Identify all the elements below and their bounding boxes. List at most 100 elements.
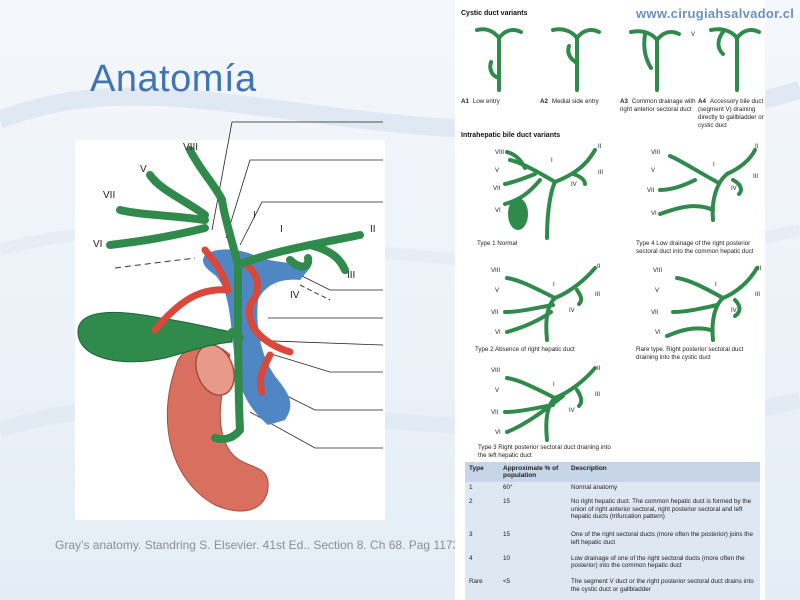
type1-label-v: V <box>495 168 499 174</box>
cell-description: No right hepatic duct. The common hepati… <box>571 498 752 521</box>
type2-label-vii: VII <box>491 310 499 316</box>
label-segment-vii: VII <box>103 190 115 201</box>
website-watermark: www.cirugiahsalvador.cl <box>636 6 795 21</box>
label-segment-i: I <box>280 224 283 235</box>
cell-percent: 15 <box>503 498 511 506</box>
cell-percent: 60° <box>503 484 513 491</box>
table-row: 3 15 One of the right sectoral ducts (mo… <box>465 529 760 553</box>
rare-label-i: I <box>715 282 717 288</box>
biliary-anatomy-illustration: VIII V VII VI I I II III IV <box>77 121 384 512</box>
type1-label-iii: III <box>598 170 603 176</box>
intrahepatic-variant-diagrams: VIII V VII VI I II III IV VIII V VII VI … <box>491 144 762 442</box>
type4-label-viii: VIII <box>651 150 660 156</box>
type3-label-v: V <box>495 388 499 394</box>
caption-rare: Rare type. Right posterior sectoral duct… <box>636 346 744 361</box>
header-percent: Approximate % of population <box>499 462 567 482</box>
type4-label-iii: III <box>753 174 758 180</box>
table-row: 4 10 Low drainage of one of the right se… <box>465 553 760 577</box>
type3-diagram <box>503 366 597 442</box>
cell-type: 1 <box>469 484 473 491</box>
slide-title: Anatomía <box>90 58 257 100</box>
duodenum <box>166 343 269 512</box>
type1-label-vii: VII <box>493 186 501 192</box>
cystic-variants-heading: Cystic duct variants <box>461 10 528 17</box>
reference-citation: Gray’s anatomy. Standring S. Elsevier. 4… <box>55 538 460 552</box>
type2-label-iii: III <box>595 292 600 298</box>
rare-diagram <box>665 266 759 342</box>
type2-label-v: V <box>495 288 499 294</box>
rare-label-vii: VII <box>651 310 659 316</box>
accessory-duct-v-label: V <box>691 32 695 38</box>
type1-label-ii: II <box>598 144 602 150</box>
type3-label-i: I <box>553 382 555 388</box>
rare-label-viii: VIII <box>653 268 662 274</box>
bile-duct-tree <box>106 146 364 443</box>
type4-label-i: I <box>713 162 715 168</box>
label-segment-ii: II <box>370 224 376 235</box>
cell-description: One of the right sectoral ducts (more of… <box>571 531 754 546</box>
header-type: Type <box>465 462 499 482</box>
intrahepatic-variants-heading: Intrahepatic bile duct variants <box>461 132 561 139</box>
type1-diagram <box>503 148 597 240</box>
cell-description: Normal anatomy <box>571 484 618 491</box>
cell-percent: 10 <box>503 554 511 562</box>
cell-type: 3 <box>469 531 473 539</box>
type1-label-i: I <box>551 158 553 164</box>
type4-diagram <box>658 148 757 222</box>
rare-label-v: V <box>655 288 659 294</box>
table-header-row: Type Approximate % of population Descrip… <box>465 462 760 482</box>
type4-label-vi: VI <box>651 211 657 217</box>
variant-a1-diagram <box>475 27 523 92</box>
label-segment-viii: VIII <box>183 142 198 153</box>
variant-a2-diagram <box>551 27 601 92</box>
cell-type: 4 <box>469 554 473 562</box>
type3-label-iii: III <box>595 392 600 398</box>
type1-label-iv: IV <box>571 182 577 188</box>
type2-label-i: I <box>553 282 555 288</box>
caption-type1: Type 1 Normal <box>477 240 518 247</box>
type2-label-vi: VI <box>495 330 501 336</box>
rare-label-iii: III <box>755 292 760 298</box>
type2-diagram <box>503 266 597 342</box>
label-segment-iii: III <box>347 270 355 281</box>
table-row: 2 15 No right hepatic duct. The common h… <box>465 496 760 529</box>
type1-label-vi: VI <box>495 208 501 214</box>
type4-label-v: V <box>651 168 655 174</box>
type1-gallbladder <box>508 198 528 230</box>
type1-label-viii: VIII <box>495 150 504 156</box>
type3-label-ii: II <box>597 366 601 372</box>
label-segment-vi: VI <box>93 239 102 250</box>
type3-label-viii: VIII <box>491 368 500 374</box>
cell-percent: 15 <box>503 531 511 539</box>
cell-percent: <5 <box>503 578 511 586</box>
portal-vein <box>203 249 310 425</box>
header-description: Description <box>567 462 760 482</box>
label-segment-iv: IV <box>290 290 300 301</box>
rare-label-iv: IV <box>731 308 737 314</box>
table-row: 1 60° Normal anatomy <box>465 482 760 496</box>
variant-a3-diagram <box>629 29 681 92</box>
type4-label-iv: IV <box>731 186 737 192</box>
rare-label-ii: II <box>758 266 762 272</box>
variants-frequency-table: Type Approximate % of population Descrip… <box>465 462 760 600</box>
variant-a4-diagram <box>709 27 761 92</box>
cystic-variant-diagrams: V <box>475 27 761 92</box>
type3-label-vi: VI <box>495 430 501 436</box>
type3-label-iv: IV <box>569 408 575 414</box>
caption-type4: Type 4 Low drainage of the right posteri… <box>636 240 754 255</box>
label-segment-i-upper: I <box>253 210 256 221</box>
caption-type3: Type 3 Right posterior sectoral duct dra… <box>478 444 611 459</box>
caption-type2: Type 2 Absence of right hepatic duct <box>475 346 575 353</box>
type2-label-iv: IV <box>569 308 575 314</box>
type3-label-vii: VII <box>491 410 499 416</box>
type4-label-ii: II <box>755 144 759 150</box>
type2-label-ii: II <box>597 264 601 270</box>
liver-margin-dashed <box>114 257 196 269</box>
type2-label-viii: VIII <box>491 268 500 274</box>
rare-label-vi: VI <box>655 330 661 336</box>
cell-description: Low drainage of one of the right sectora… <box>571 554 745 570</box>
hepatic-artery <box>151 246 294 396</box>
